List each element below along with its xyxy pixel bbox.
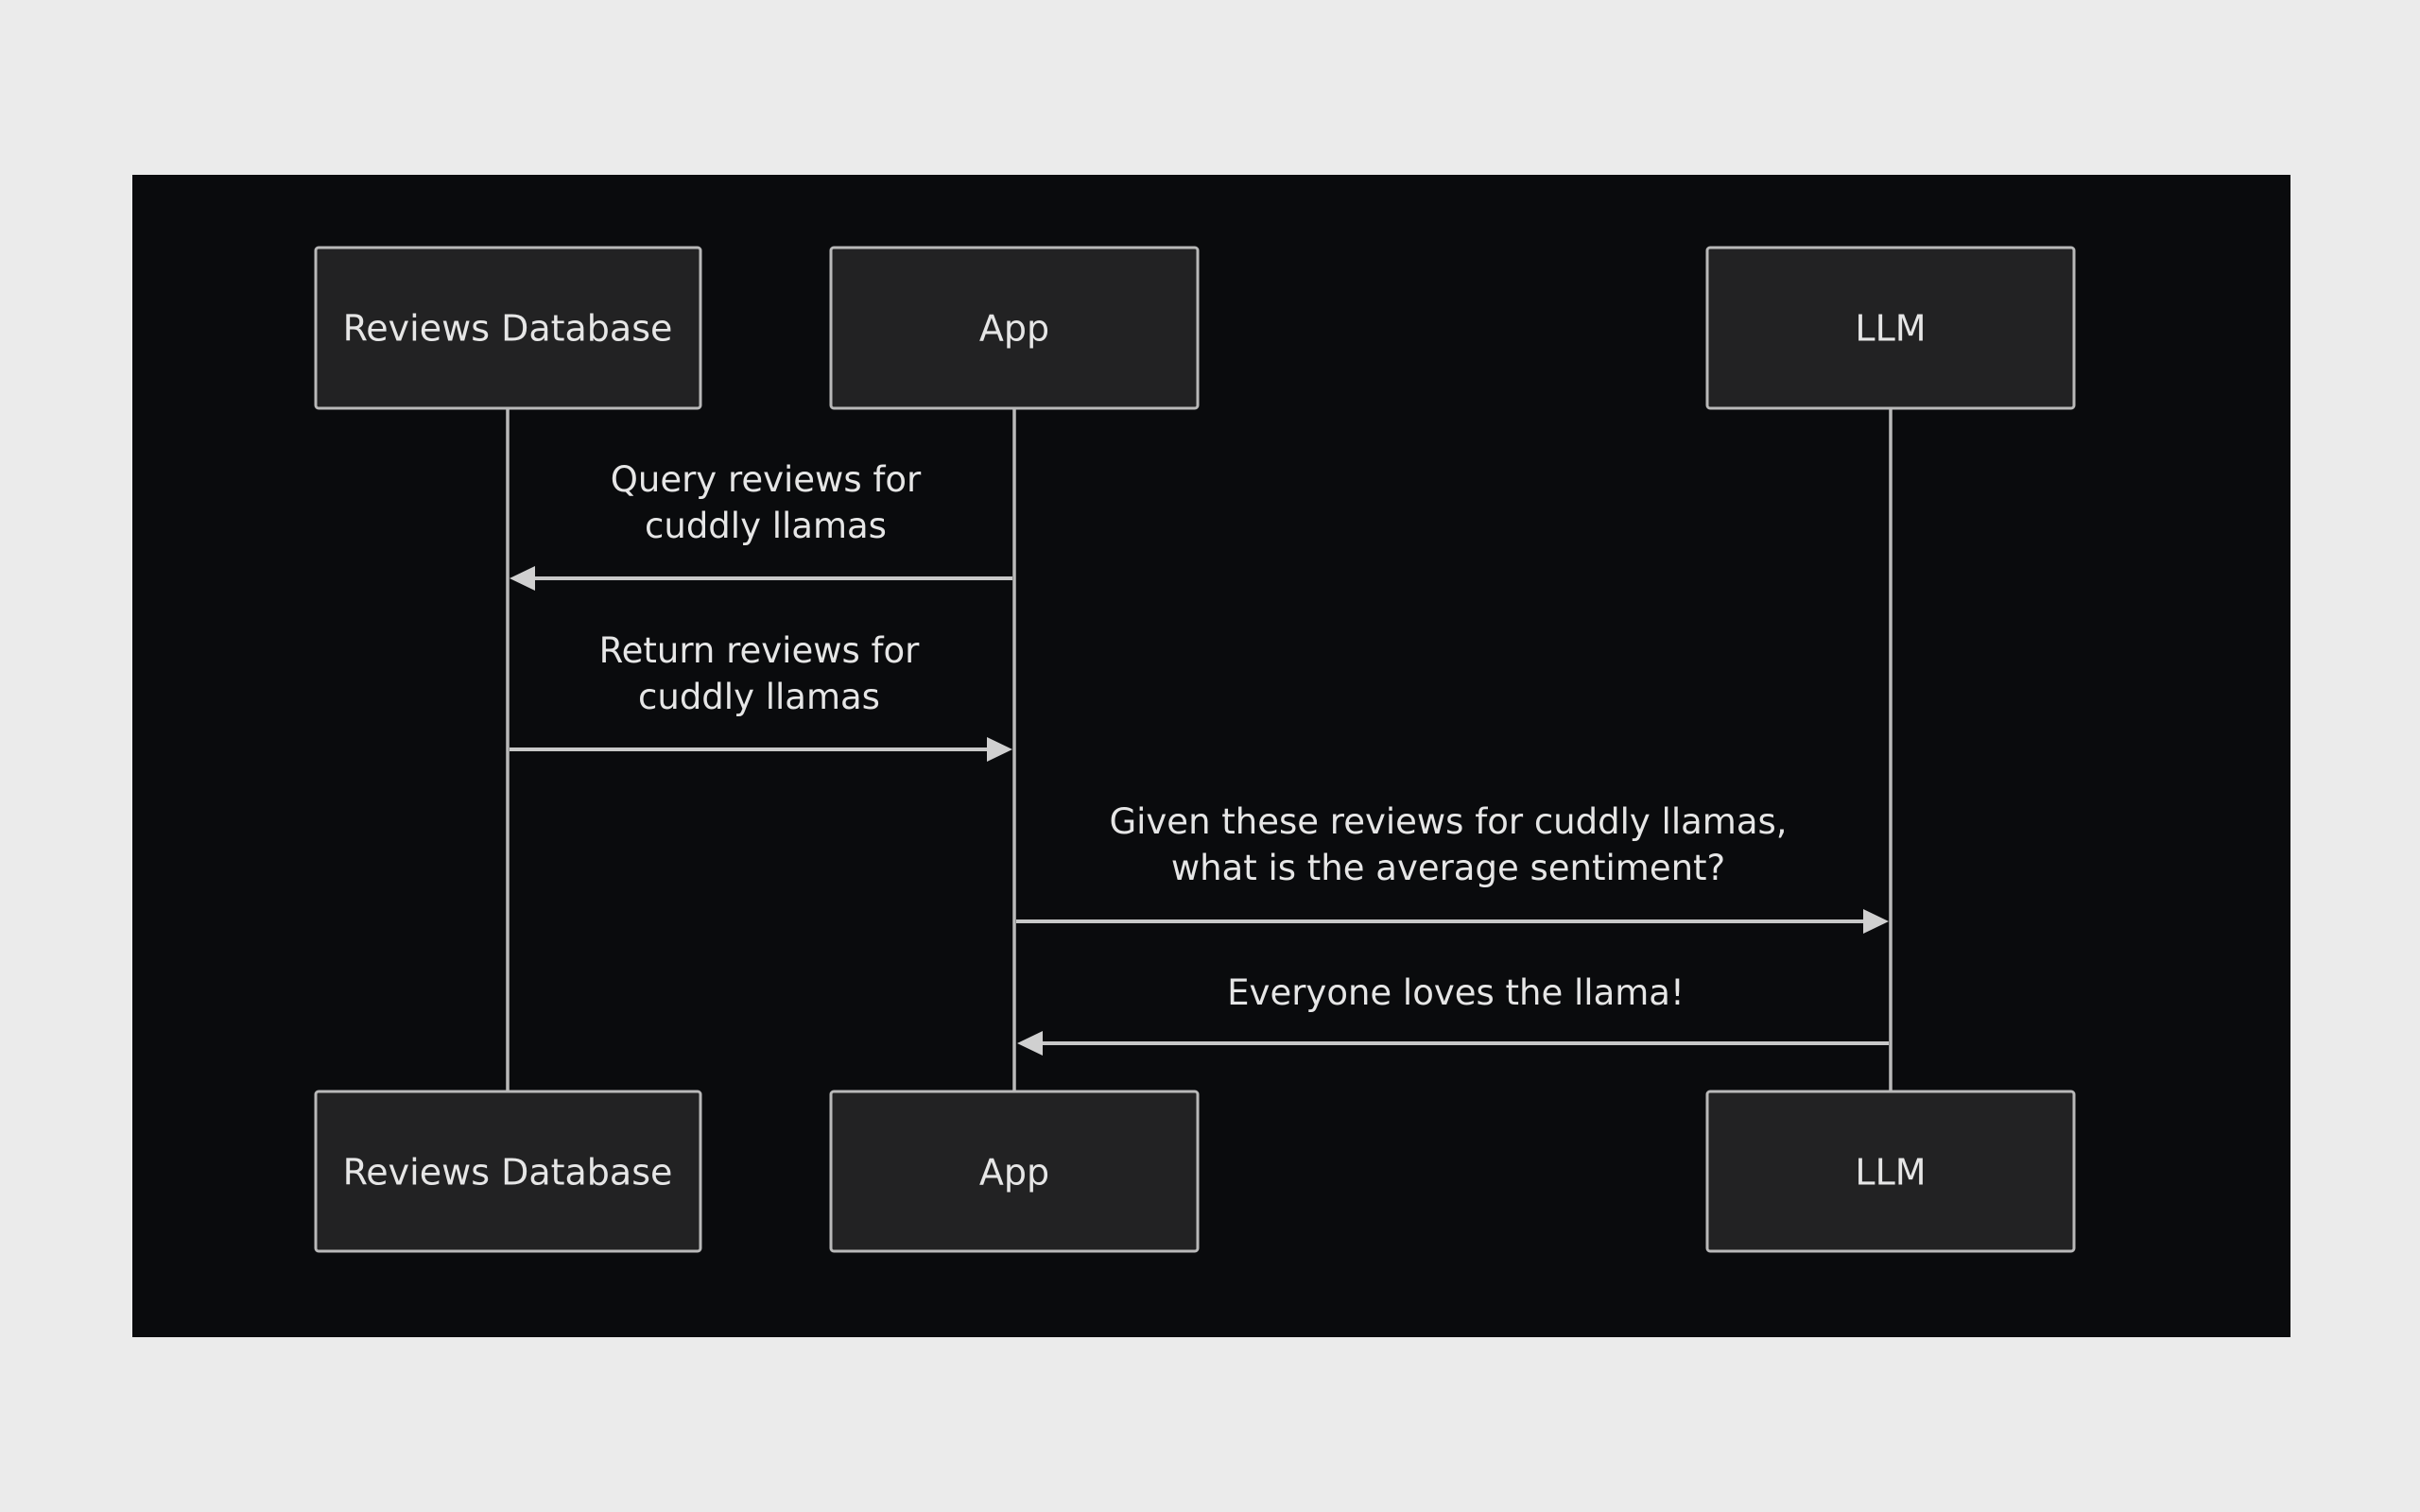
actor-bottom-app: App [829,1090,1200,1253]
message-return-reviews: Return reviews for cuddly llamas [510,630,1012,762]
actor-label: Reviews Database [343,1152,673,1194]
message-sentiment-request: Given these reviews for cuddly llamas, w… [1016,801,1889,934]
message-query-reviews: Query reviews for cuddly llamas [510,459,1012,591]
message-label-line: cuddly llamas [645,506,887,546]
actor-top-app: App [829,246,1200,410]
message-label-line: Query reviews for [611,459,922,500]
arrowhead-left [1017,1031,1043,1056]
message-label-line: Return reviews for [599,630,921,671]
actor-top-llm: LLM [1705,246,2076,410]
message-sentiment-response: Everyone loves the llama! [1017,972,1889,1056]
actor-label: LLM [1855,1152,1926,1194]
actor-label: App [979,1152,1049,1194]
actor-label: App [979,308,1049,350]
actor-top-reviews-database: Reviews Database [314,246,702,410]
arrowhead-right [1863,909,1889,934]
message-label-line: cuddly llamas [638,677,880,717]
message-label-line: what is the average sentiment? [1171,848,1725,888]
arrowhead-left [510,566,535,591]
arrowhead-right [987,737,1012,762]
message-label-line: Everyone loves the llama! [1227,972,1685,1013]
actor-label: LLM [1855,308,1926,350]
actor-label: Reviews Database [343,308,673,350]
actor-bottom-reviews-database: Reviews Database [314,1090,702,1253]
message-label-line: Given these reviews for cuddly llamas, [1109,801,1787,842]
actor-bottom-llm: LLM [1705,1090,2076,1253]
